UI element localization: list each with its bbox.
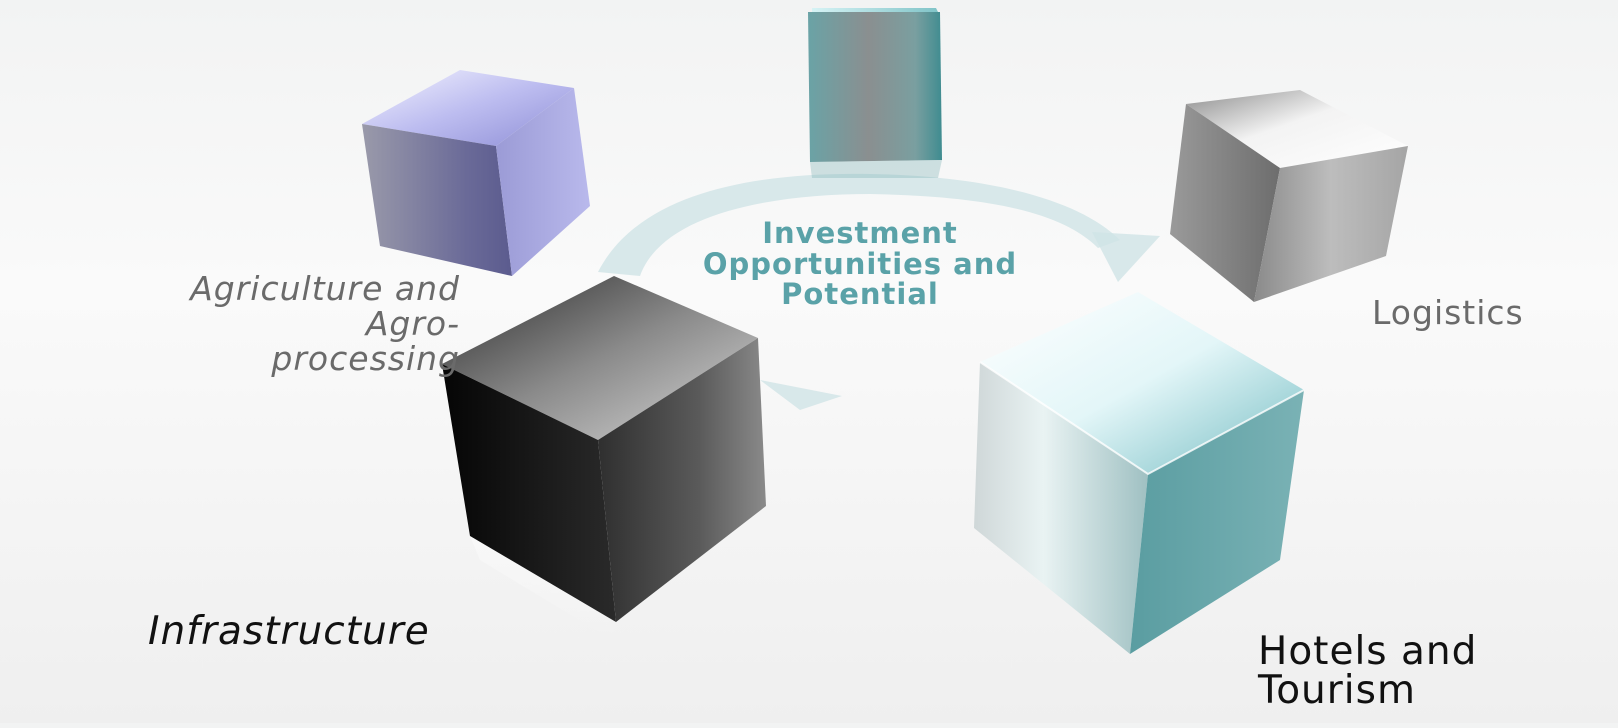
sector-label-agriculture: Agriculture and Agro- processing [190, 269, 460, 378]
cube-teal [808, 8, 942, 178]
sector-label-hotels-tourism: Hotels and Tourism [1258, 629, 1478, 713]
cube-grey [1170, 90, 1408, 302]
center-title: Investment Opportunities and Potential [702, 216, 1018, 312]
cube-light-teal [974, 292, 1305, 654]
cube-black [442, 276, 766, 640]
cube-purple [362, 70, 590, 276]
cycle-arrow [598, 173, 1160, 410]
sector-label-logistics: Logistics [1372, 293, 1524, 332]
sector-label-infrastructure: Infrastructure [148, 609, 430, 654]
